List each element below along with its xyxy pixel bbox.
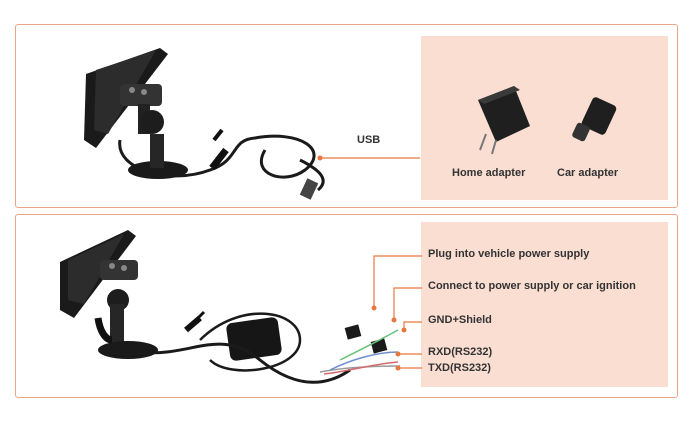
wire-label-rxd: RXD(RS232) bbox=[428, 346, 493, 358]
wire-label-box bbox=[421, 222, 668, 387]
device-image-top bbox=[84, 48, 325, 200]
gps-antenna-image bbox=[226, 317, 282, 361]
car-adapter-image bbox=[572, 97, 617, 142]
wire-label-ignition: Connect to power supply or car ignition bbox=[428, 280, 636, 292]
home-adapter-label: Home adapter bbox=[452, 167, 526, 179]
wire-label-gnd: GND+Shield bbox=[428, 314, 492, 326]
wire-leader-lines bbox=[373, 255, 422, 369]
car-adapter-label: Car adapter bbox=[557, 167, 619, 179]
wire-label-power: Plug into vehicle power supply bbox=[428, 248, 590, 260]
home-adapter-image bbox=[478, 86, 530, 155]
device-image-bottom bbox=[60, 230, 401, 384]
usb-label: USB bbox=[357, 134, 381, 146]
adapter-box bbox=[421, 36, 668, 200]
wire-label-txd: TXD(RS232) bbox=[428, 362, 491, 374]
